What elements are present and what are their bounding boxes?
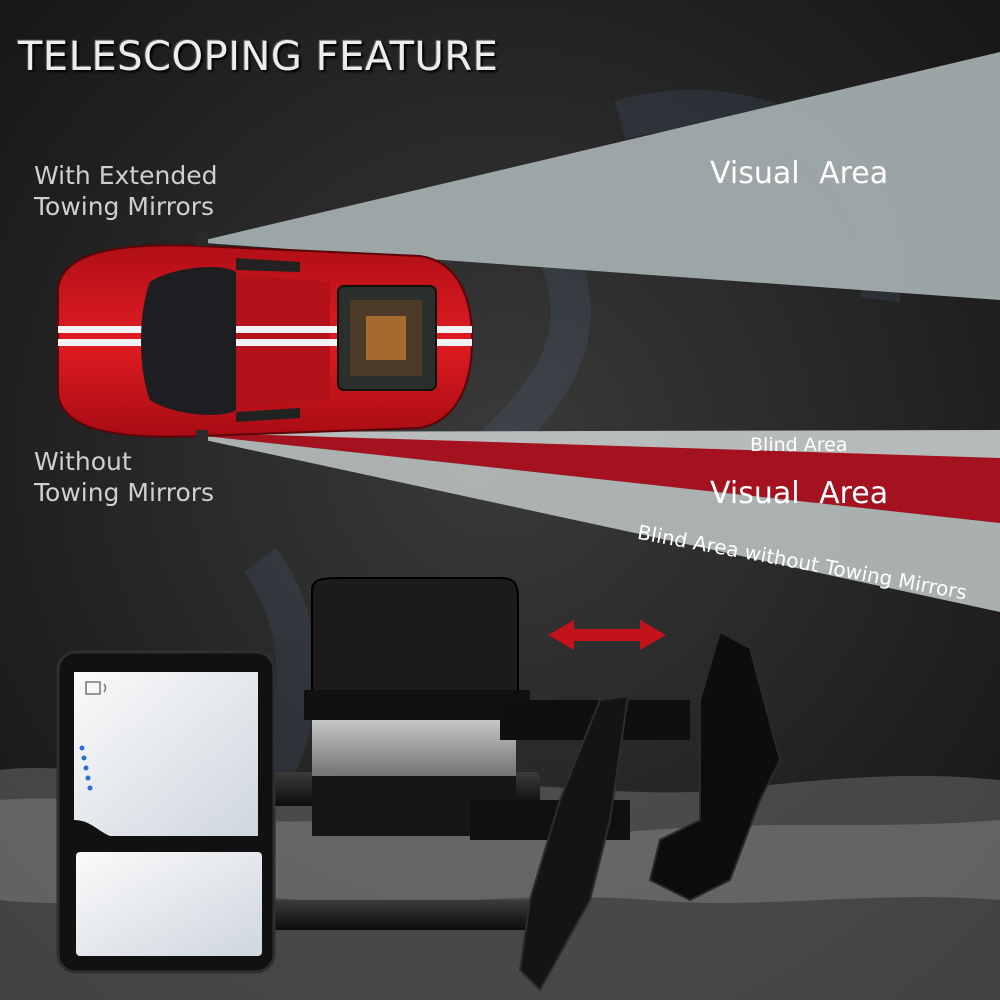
red-visual-cone bbox=[205, 433, 1000, 523]
heated-mirror-icon bbox=[85, 681, 107, 695]
without-label: Without Towing Mirrors bbox=[34, 446, 214, 508]
blind-area-label: Blind Area bbox=[750, 434, 848, 456]
double-arrow-icon bbox=[548, 620, 666, 650]
towing-mirror-assembly bbox=[56, 577, 782, 992]
with-extended-line1: With Extended bbox=[34, 161, 218, 190]
visual-area-extended-label: Visual Area bbox=[710, 156, 889, 191]
red-sports-car bbox=[57, 232, 474, 444]
without-line1: Without bbox=[34, 447, 132, 476]
led-signal-lights bbox=[79, 745, 93, 791]
blind-area-without-band bbox=[205, 436, 1000, 612]
with-extended-label: With Extended Towing Mirrors bbox=[34, 160, 217, 222]
with-extended-line2: Towing Mirrors bbox=[34, 192, 215, 221]
page-title: TELESCOPING FEATURE bbox=[18, 34, 499, 80]
extended-visual-cone bbox=[205, 52, 1000, 300]
visual-area-red-label: Visual Area bbox=[710, 476, 889, 511]
without-line2: Towing Mirrors bbox=[34, 478, 215, 507]
